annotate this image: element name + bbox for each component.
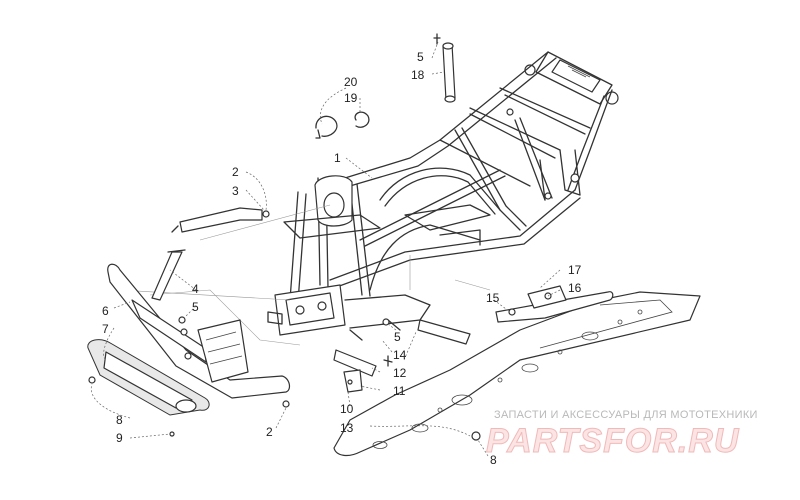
callout-5: 5 [394,330,401,344]
callout-18: 18 [411,68,425,82]
callout-2: 2 [232,165,239,179]
callout-3: 3 [232,184,239,198]
front-brace [151,249,186,301]
watermark-logo: PARTSFOR.RU [486,422,740,460]
rear-bracket [495,285,614,323]
main-skid-plate [333,291,701,457]
callout-6: 6 [102,304,109,318]
callout-20: 20 [344,75,358,89]
callout-7: 7 [102,322,109,336]
callout-1: 1 [334,151,341,165]
callout-8: 8 [116,413,123,427]
front-bracket [171,207,270,233]
main-frame [267,51,619,341]
watermark: ЗАПАСТИ И АКСЕССУАРЫ ДЛЯ МОТОТЕХНИКИ PAR… [486,409,758,461]
watermark-caption: ЗАПАСТИ И АКСЕССУАРЫ ДЛЯ МОТОТЕХНИКИ [494,409,758,421]
callout-4: 4 [192,282,199,296]
rear-brace [433,33,456,103]
callout-19: 19 [344,91,358,105]
front-bumper [107,263,291,399]
plate [417,319,471,345]
callout-13: 13 [340,421,354,435]
callout-9: 9 [116,431,123,445]
callout-17: 17 [568,263,582,277]
callout-labels: 1 2 2 3 4 5 5 5 6 7 8 8 9 10 11 12 13 14… [102,50,582,467]
callout-16: 16 [568,281,582,295]
callout-10: 10 [340,402,354,416]
callout-12: 12 [393,366,407,380]
callout-5: 5 [417,50,424,64]
fasteners [169,316,481,441]
callout-15: 15 [486,291,500,305]
lower-bracket [333,349,393,393]
callout-11: 11 [393,384,406,398]
callout-14: 14 [393,348,407,362]
callout-8: 8 [490,453,497,467]
callout-2: 2 [266,425,273,439]
clamps [315,111,370,139]
front-skid-plate [87,339,210,416]
phantom-lines [119,204,491,346]
leader-lines [90,41,561,457]
callout-5: 5 [192,300,199,314]
